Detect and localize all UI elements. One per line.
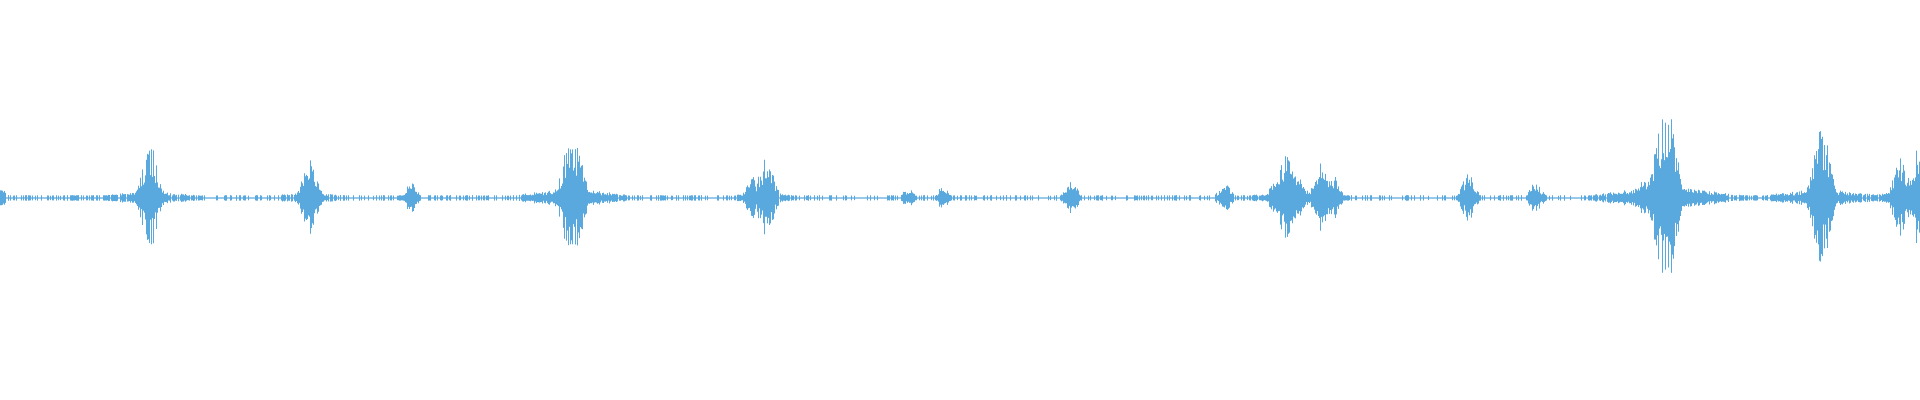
waveform-bars xyxy=(0,119,1920,273)
